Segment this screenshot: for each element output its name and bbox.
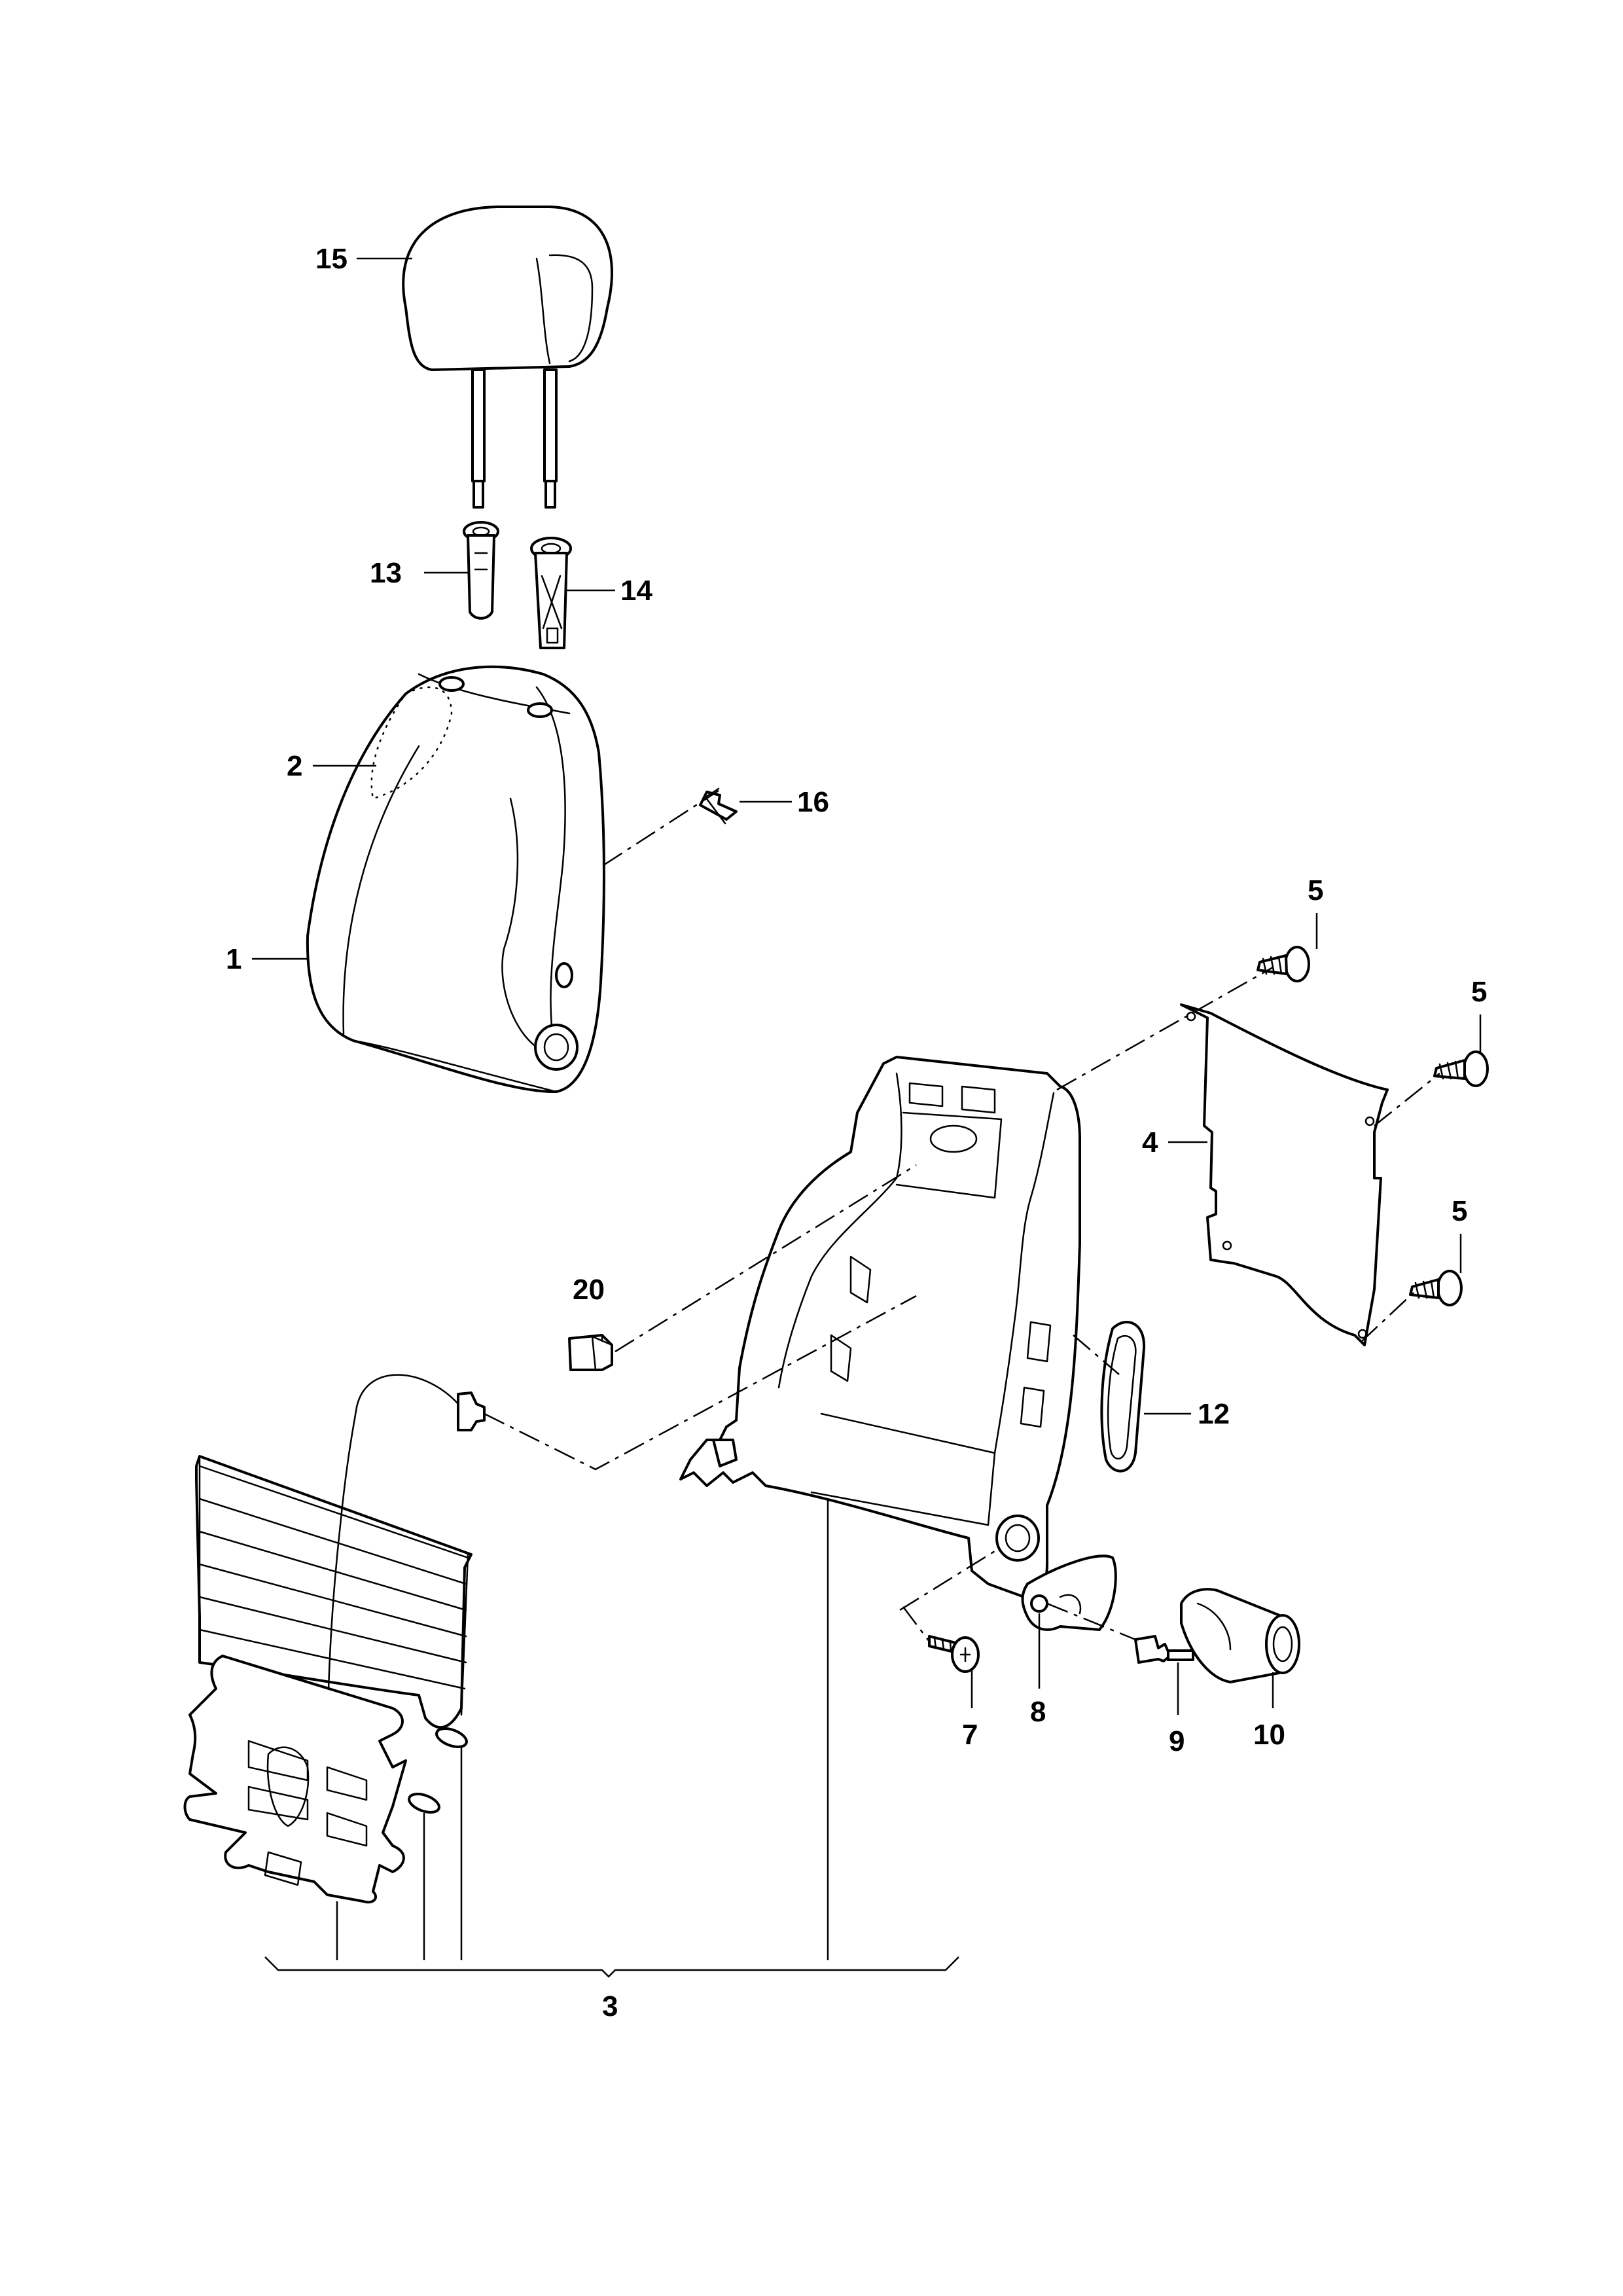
backrest-frame <box>679 1056 1081 1598</box>
cover-plate-8 <box>1021 1554 1117 1631</box>
callout-5-top: 5 <box>1308 874 1323 906</box>
callout-10: 10 <box>1253 1719 1285 1751</box>
callout-9: 9 <box>1169 1725 1185 1757</box>
trim-ring <box>1100 1321 1146 1473</box>
callout-1: 1 <box>226 943 241 975</box>
screw-5-middle <box>1433 1050 1489 1087</box>
leader-lines <box>252 257 1482 1978</box>
callouts: 15 13 14 2 16 1 5 5 5 4 20 12 7 8 9 10 3 <box>226 243 1487 2022</box>
callout-12: 12 <box>1198 1398 1230 1430</box>
callout-2: 2 <box>287 750 302 782</box>
headrest <box>402 206 613 509</box>
callout-5-bottom: 5 <box>1452 1195 1467 1227</box>
knob-10 <box>1180 1588 1300 1683</box>
callout-14: 14 <box>620 575 652 607</box>
pin-9 <box>1134 1635 1194 1664</box>
hook-clip <box>699 787 738 825</box>
screw-5-bottom <box>1409 1270 1463 1306</box>
assembly-lines <box>484 789 1440 1642</box>
callout-13: 13 <box>370 557 402 589</box>
callout-20: 20 <box>573 1274 605 1306</box>
bolt-7 <box>928 1635 980 1673</box>
screw-5-top <box>1257 946 1310 982</box>
callout-4: 4 <box>1142 1126 1158 1158</box>
callout-7: 7 <box>962 1719 978 1751</box>
back-panel <box>1180 1003 1389 1346</box>
end-cap <box>568 1334 613 1371</box>
pad-ovals <box>408 1727 468 1814</box>
backrest-cover <box>306 665 605 1094</box>
callout-15: 15 <box>315 243 348 275</box>
headrest-guide-14 <box>530 537 572 649</box>
callout-3: 3 <box>602 1990 618 2022</box>
headrest-guide-13 <box>463 521 499 620</box>
lumbar-carrier <box>183 1655 407 1904</box>
callout-5-middle: 5 <box>1471 976 1487 1008</box>
callout-8: 8 <box>1030 1696 1046 1728</box>
callout-16: 16 <box>797 786 829 818</box>
